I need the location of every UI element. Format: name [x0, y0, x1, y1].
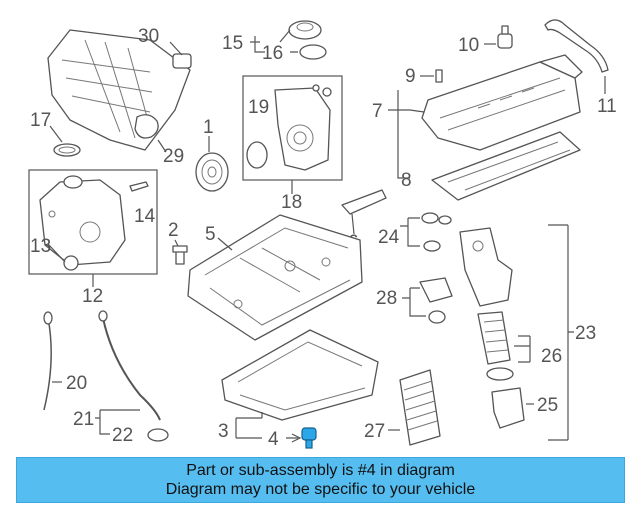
callout-15: 15 [222, 33, 243, 54]
callout-10: 10 [458, 35, 479, 56]
front-cover-group [242, 75, 343, 194]
drain-plug-highlight [286, 427, 317, 449]
oil-pressure-switch [172, 239, 188, 265]
callout-23: 23 [575, 323, 596, 344]
callout-30: 30 [138, 26, 159, 47]
callout-25: 25 [537, 395, 558, 416]
oil-filler-cap [250, 20, 327, 60]
callout-9: 9 [405, 66, 416, 87]
upper-oil-pan [187, 214, 363, 341]
sealant-tube [341, 189, 387, 235]
callout-26: 26 [541, 346, 562, 367]
manifold-gasket [169, 41, 192, 69]
intake-seal [49, 125, 81, 157]
callout-27: 27 [364, 421, 385, 442]
valve-cover [421, 54, 583, 151]
banner-line-2: Diagram may not be specific to your vehi… [165, 481, 476, 498]
lower-oil-pan [221, 329, 379, 439]
callout-1: 1 [203, 117, 214, 138]
callout-16: 16 [262, 43, 283, 64]
callout-5: 5 [205, 224, 216, 245]
callout-7: 7 [372, 101, 383, 122]
pcv-hose [544, 19, 609, 73]
callout-13: 13 [30, 236, 51, 257]
callout-20: 20 [66, 373, 87, 394]
valve-cover-gasket [431, 131, 581, 201]
callout-3: 3 [218, 421, 229, 442]
callout-8: 8 [401, 170, 412, 191]
oil-filter-group [459, 224, 574, 441]
valve-cover-bolt [420, 69, 443, 83]
crankshaft-pulley [195, 136, 229, 192]
callout-29: 29 [163, 146, 184, 167]
callout-19: 19 [248, 97, 269, 118]
timing-cover-group [28, 169, 158, 287]
info-banner: Part or sub-assembly is #4 in diagram Di… [16, 457, 625, 503]
callout-24: 24 [378, 227, 400, 248]
callout-11: 11 [597, 96, 617, 117]
callout-28: 28 [376, 288, 397, 309]
banner-line-1: Part or sub-assembly is #4 in diagram [186, 462, 455, 479]
callout-4: 4 [268, 429, 279, 450]
callout-17: 17 [30, 110, 51, 131]
vent-valve [484, 25, 513, 49]
callout-12: 12 [82, 286, 103, 307]
oil-cooler [388, 369, 441, 446]
intake-manifold [47, 29, 191, 151]
dipstick-tube [95, 310, 169, 442]
parts-diagram: 30 17 29 13 14 12 15 16 [28, 19, 617, 450]
callout-14: 14 [134, 206, 156, 227]
oil-cooler-seals [400, 212, 452, 252]
dipstick [43, 311, 62, 411]
callout-2: 2 [168, 220, 179, 241]
callout-18: 18 [281, 192, 302, 213]
callout-21: 21 [73, 409, 94, 430]
filter-housing-gasket [402, 277, 453, 324]
callout-22: 22 [112, 425, 133, 446]
